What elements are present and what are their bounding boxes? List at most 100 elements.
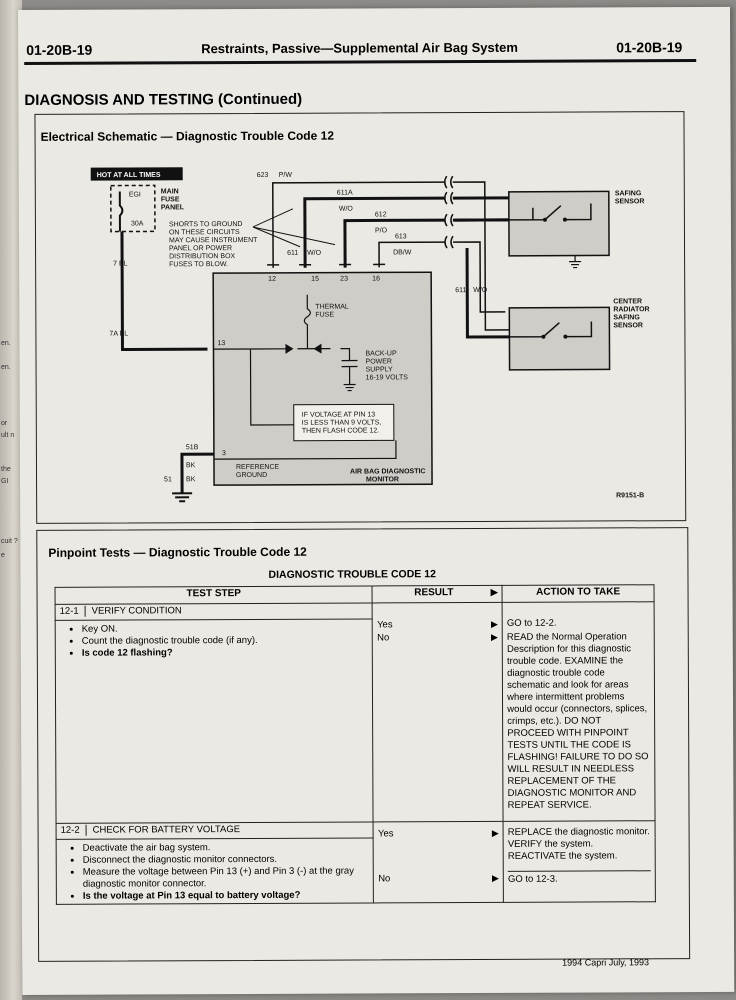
center-sensor-label: SENSOR <box>613 322 643 329</box>
center-sensor-label: CENTER <box>613 298 642 305</box>
running-title: Restraints, Passive—Supplemental Air Bag… <box>201 39 518 57</box>
shorts-note-line: PANEL OR POWER <box>169 245 232 252</box>
action-yes: REPLACE the diagnostic monitor. VERIFY t… <box>507 826 650 862</box>
fuse-panel-label: MAIN <box>161 188 179 195</box>
monitor-label: MONITOR <box>366 476 399 483</box>
wire-623-color: P/W <box>279 172 293 179</box>
prev-fragment: en. <box>1 340 11 347</box>
arrow-icon: ▶ <box>490 618 498 629</box>
wire-51b-color: BK <box>186 462 196 469</box>
center-sensor-label: RADIATOR <box>613 306 649 313</box>
hot-label-bg <box>90 167 183 181</box>
shorts-pointer-lines <box>252 208 336 248</box>
wire-51-ground <box>180 452 214 494</box>
step-12-1-actions: GO to 12-2. READ the Normal Operation De… <box>502 601 656 822</box>
step-12-2-results: Yes▶ No▶ <box>373 821 504 903</box>
step-name: CHECK FOR BATTERY VOLTAGE <box>92 824 241 836</box>
shorts-note-line: DISTRIBUTION BOX <box>169 253 235 260</box>
electrical-schematic: HOT AT ALL TIMES EGI 30A MAIN FUSE PANEL… <box>90 167 650 503</box>
diode-symbols <box>285 343 322 354</box>
result-no: No <box>378 873 391 885</box>
step-name: VERIFY CONDITION <box>91 605 182 617</box>
arrow-icon: ▶ <box>490 586 498 597</box>
action-no: GO to 12-3. <box>507 870 651 886</box>
pin-3-label: 3 <box>222 450 226 457</box>
previous-page-edge: en. en. or ult n the GI cuit ? e <box>0 0 22 1000</box>
page-header: 01-20B-19 Restraints, Passive—Supplement… <box>26 39 696 58</box>
bullet-item: Is code 12 flashing? <box>82 646 368 659</box>
step-number: 12-2 <box>60 824 87 836</box>
center-sensor-label: SAFING <box>613 314 640 321</box>
wire-613-label: 613 <box>395 233 407 240</box>
thermal-fuse-label: FUSE <box>315 312 334 319</box>
wire-611-label: 611 <box>287 250 298 257</box>
step-12-1-results: Yes ▶ No ▶ <box>372 602 504 822</box>
safing-contact <box>562 217 567 222</box>
step-12-2-actions: REPLACE the diagnostic monitor. VERIFY t… <box>503 820 656 903</box>
result-no: No <box>377 632 390 644</box>
wire-623-to-center <box>452 181 516 331</box>
step-12-2-bullets: Deactivate the air bag system. Disconnec… <box>61 841 370 902</box>
section-title: DIAGNOSIS AND TESTING (Continued) <box>24 90 303 109</box>
wire-611-color: W/O <box>307 250 322 257</box>
backup-supply-label: POWER <box>366 358 392 365</box>
arrow-icon: ▶ <box>490 631 498 642</box>
step-12-1-bullets: Key ON. Count the diagnostic trouble cod… <box>60 622 369 659</box>
thermal-fuse-symbol <box>303 294 311 349</box>
wire-612 <box>343 218 445 268</box>
backup-supply-label: SUPPLY <box>366 366 393 373</box>
logic-line: THEN FLASH CODE 12. <box>302 427 379 434</box>
fuse-id: EGI <box>129 191 141 198</box>
center-sensor-box <box>508 306 611 371</box>
wire-7-bl <box>120 231 208 352</box>
reference-ground-label: REFERENCE <box>236 464 280 471</box>
page-number-right: 01-20B-19 <box>616 39 683 56</box>
page-number-left: 01-20B-19 <box>26 41 93 58</box>
arrow-icon: ▶ <box>491 827 499 838</box>
pin-13-label: 13 <box>217 340 225 347</box>
hot-label: HOT AT ALL TIMES <box>97 172 161 179</box>
safing-sensor-label: SAFING <box>615 190 642 197</box>
pinpoint-title: Pinpoint Tests — Diagnostic Trouble Code… <box>48 544 307 560</box>
pin-label: 15 <box>311 276 319 283</box>
arrow-icon: ▶ <box>492 872 499 883</box>
thermal-fuse-label: THERMAL <box>315 304 349 311</box>
safing-contact <box>542 217 547 222</box>
prev-fragment: ult n <box>1 432 15 439</box>
header-rule <box>24 59 697 65</box>
ground-reference-wire <box>213 440 397 460</box>
action-yes: GO to 12-2. <box>506 617 557 629</box>
action-no: READ the Normal Operation Description fo… <box>506 631 649 811</box>
result-yes: Yes <box>377 619 393 631</box>
wire-611a <box>303 196 445 268</box>
pin-label: 16 <box>372 275 380 282</box>
wire-7-label: 7 BL <box>113 261 128 268</box>
reference-ground-label: GROUND <box>236 472 267 479</box>
wire-7a-label: 7A BL <box>109 331 128 338</box>
fuse-panel-label: PANEL <box>161 204 185 211</box>
prev-fragment: GI <box>1 478 9 485</box>
logic-box <box>293 403 395 442</box>
prev-fragment: or <box>1 420 8 427</box>
wire-611-to-center <box>465 248 526 339</box>
shorts-note-line: SHORTS TO GROUND <box>169 221 243 228</box>
wire-613-color: DB/W <box>393 249 412 256</box>
col-action: ACTION TO TAKE <box>502 584 655 603</box>
prev-fragment: the <box>1 466 11 473</box>
step-number: 12-1 <box>59 605 86 617</box>
prev-fragment: en. <box>1 364 11 371</box>
prev-fragment: e <box>1 552 5 559</box>
figure-id: R9151-B <box>616 492 644 499</box>
shorts-note-line: FUSES TO BLOW. <box>169 261 228 268</box>
dtc-table-title: DIAGNOSTIC TROUBLE CODE 12 <box>268 568 436 581</box>
wire-612-label: 612 <box>375 211 387 218</box>
safing-sensor-box <box>508 190 610 257</box>
manual-page: 01-20B-19 Restraints, Passive—Supplement… <box>18 6 735 995</box>
safing-sensor-label: SENSOR <box>615 198 645 205</box>
wire-612-color: P/O <box>375 227 388 234</box>
shorts-note-line: ON THESE CIRCUITS <box>169 229 240 236</box>
pin-label: 23 <box>340 276 348 283</box>
ground-symbol <box>172 492 193 503</box>
bullet-item: Measure the voltage between Pin 13 (+) a… <box>83 865 369 890</box>
